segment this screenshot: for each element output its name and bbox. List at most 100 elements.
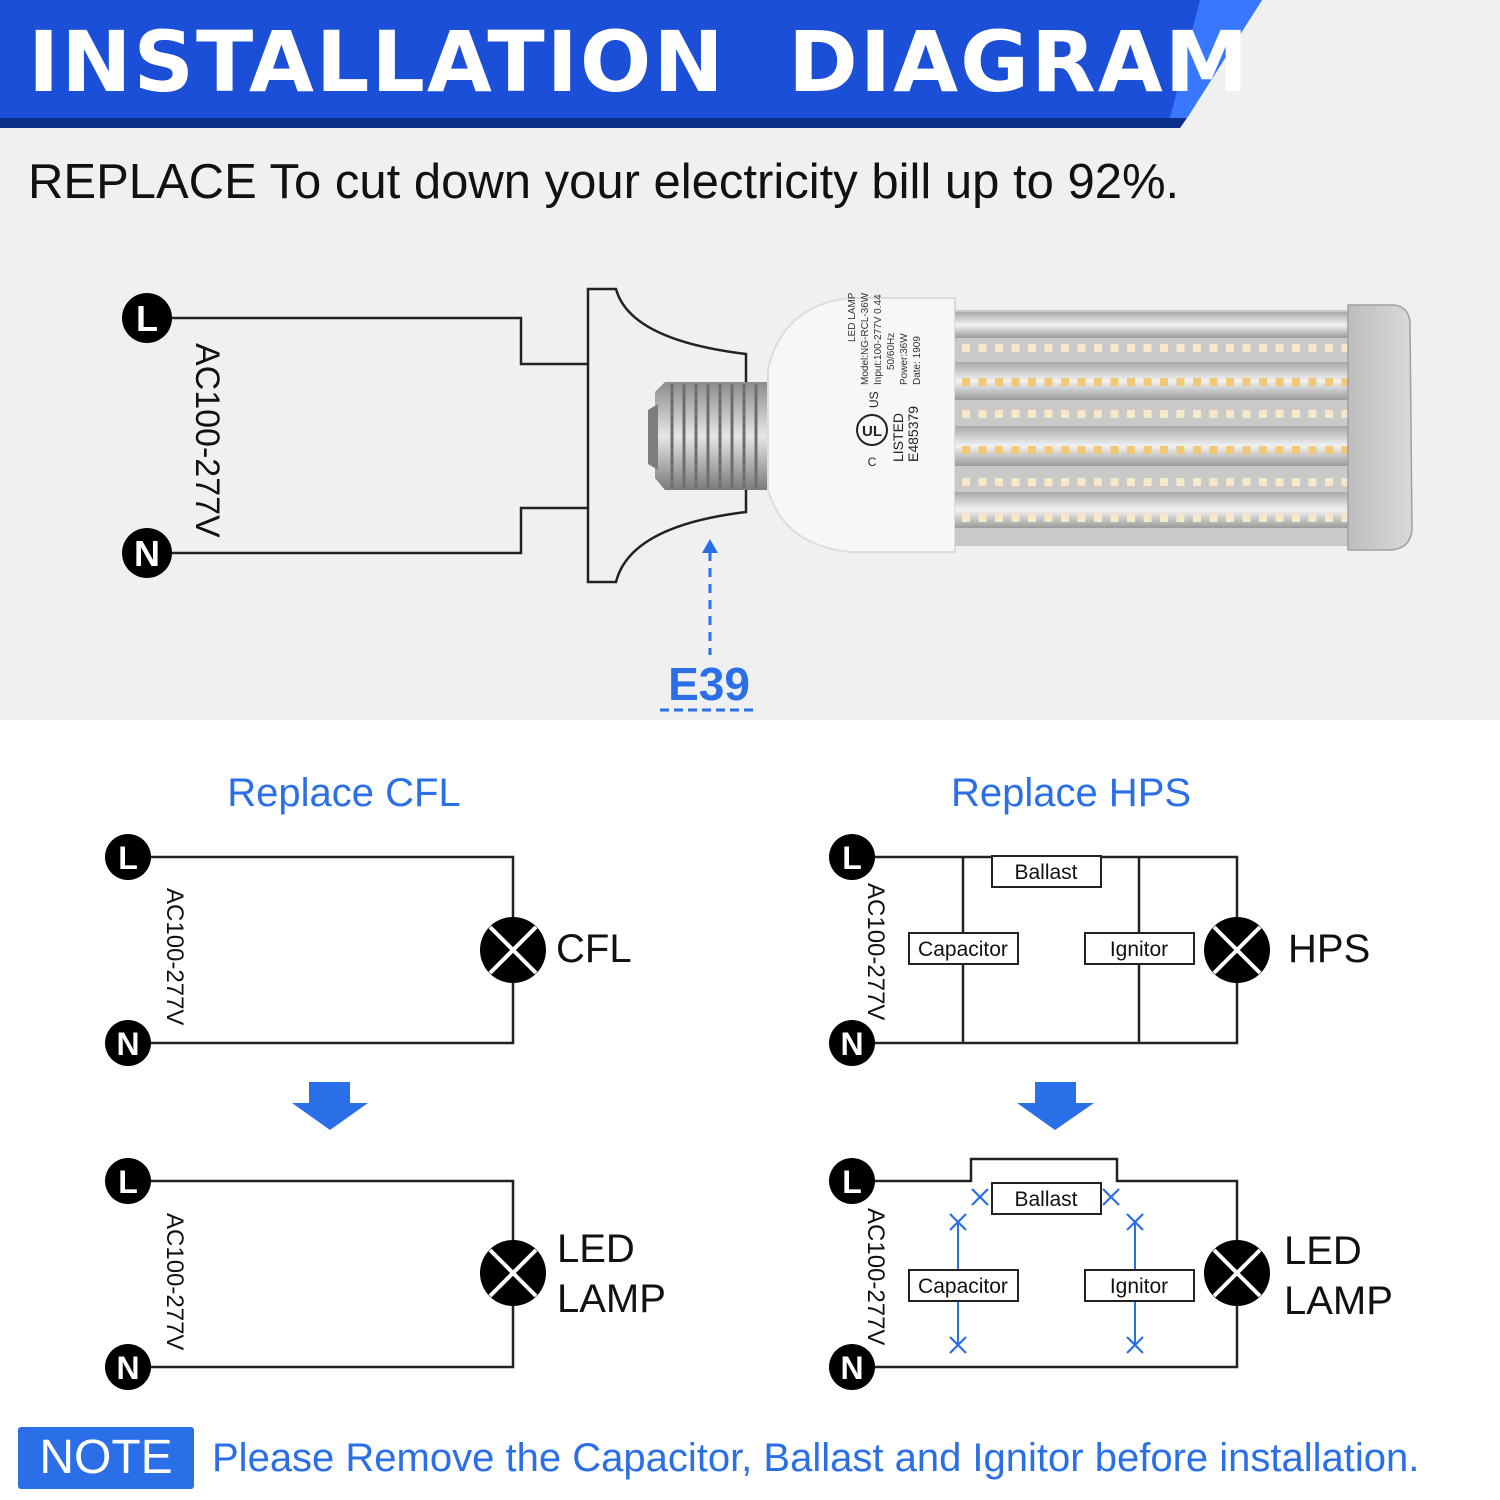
led-chip [1077, 344, 1086, 352]
led-chip [1110, 514, 1119, 522]
led-chip [1160, 344, 1168, 352]
led-chip [978, 514, 987, 522]
led-chip [1077, 446, 1086, 454]
led-chip [962, 446, 970, 454]
arrow-down-icon [292, 1082, 368, 1130]
page-title: INSTALLATION DIAGRAM [28, 13, 1251, 111]
led-chip [978, 478, 987, 486]
led-chip [1193, 378, 1201, 386]
svg-text:N: N [840, 1026, 863, 1062]
svg-text:N: N [116, 1026, 139, 1062]
led-chip [962, 378, 970, 386]
led-chip [1044, 514, 1053, 522]
removed-wires [957, 1222, 1136, 1345]
led-chip [1176, 410, 1185, 418]
terminal-l: L [105, 1158, 151, 1204]
lamp-symbol [1204, 917, 1270, 983]
led-chip [1028, 378, 1036, 386]
led-chip [962, 478, 970, 486]
terminal-l: L [122, 293, 172, 343]
svg-text:N: N [840, 1350, 863, 1386]
svg-text:LISTED: LISTED [890, 413, 906, 462]
led-chip [1259, 378, 1267, 386]
led-chip [1308, 378, 1317, 386]
led-chip [1308, 410, 1317, 418]
led-chip [1077, 410, 1086, 418]
screw-base [648, 382, 768, 490]
led-chip [1028, 514, 1036, 522]
led-chip [1143, 514, 1152, 522]
voltage-label: AC100-277V [161, 888, 188, 1025]
top-wiring: L N AC100-277V E39 [122, 287, 758, 712]
led-chip [962, 344, 970, 352]
led-chip [1325, 446, 1333, 454]
led-chip [978, 446, 987, 454]
led-chip [1259, 478, 1267, 486]
led-chip [1292, 514, 1300, 522]
led-chip [1325, 344, 1333, 352]
led-chip [1341, 410, 1350, 418]
svg-text:E485379: E485379 [905, 406, 921, 462]
led-chip [1341, 344, 1350, 352]
svg-text:50/60Hz: 50/60Hz [886, 333, 897, 370]
led-chip [1044, 378, 1053, 386]
led-chip [1160, 378, 1168, 386]
led-chip [1242, 344, 1251, 352]
subtitle: REPLACE To cut down your electricity bil… [28, 155, 1180, 209]
led-chip [978, 410, 987, 418]
led-chip [1061, 378, 1069, 386]
led-chip [1061, 514, 1069, 522]
terminal-l: L [829, 1158, 875, 1204]
lamp-symbol [1204, 1240, 1270, 1306]
led-chip [1077, 478, 1086, 486]
hps-heading: Replace HPS [951, 771, 1191, 815]
led-chip [1209, 344, 1218, 352]
led-chip [995, 514, 1003, 522]
svg-text:C: C [868, 455, 877, 469]
svg-text:UL: UL [862, 423, 882, 440]
voltage-label: AC100-277V [862, 883, 889, 1020]
led-chip [1094, 344, 1102, 352]
led-chip [1028, 410, 1036, 418]
terminal-n: N [122, 528, 172, 578]
voltage-label: AC100-277V [161, 1213, 188, 1350]
note-text: Please Remove the Capacitor, Ballast and… [212, 1436, 1420, 1480]
led-chip [1226, 478, 1234, 486]
led-chip [1077, 378, 1086, 386]
led-chip [1341, 514, 1350, 522]
led-chip [1193, 410, 1201, 418]
svg-text:US: US [867, 391, 881, 408]
led-chip [1127, 410, 1135, 418]
e39-label: E39 [668, 658, 750, 710]
led-chip [1160, 446, 1168, 454]
led-chip [1143, 446, 1152, 454]
ballast-box: Ballast [991, 855, 1102, 888]
led-chip [1094, 378, 1102, 386]
led-chip [1176, 446, 1185, 454]
led-chip [1292, 446, 1300, 454]
cfl-heading: Replace CFL [227, 771, 460, 815]
terminal-n: N [105, 1344, 151, 1390]
ul-listed-mark: UL C US LISTED E485379 [856, 391, 921, 469]
svg-text:L: L [842, 840, 862, 876]
led-chip [1110, 378, 1119, 386]
led-chip [1242, 378, 1251, 386]
led-chip [1259, 410, 1267, 418]
led-chip [1325, 410, 1333, 418]
arrow-down-icon [1017, 1082, 1094, 1130]
led-chip [1325, 478, 1333, 486]
svg-text:Date: 1909: Date: 1909 [912, 336, 923, 385]
led-chip [978, 344, 987, 352]
led-chip [995, 446, 1003, 454]
led-chip [1044, 410, 1053, 418]
led-chip [1275, 514, 1284, 522]
voltage-label: AC100-277V [188, 343, 226, 538]
led-chip [1011, 344, 1020, 352]
led-chip [1094, 514, 1102, 522]
led-chip [1011, 514, 1020, 522]
led-chip [1209, 514, 1218, 522]
led-chip [1110, 446, 1119, 454]
lamp-symbol [480, 1240, 546, 1306]
svg-text:L: L [842, 1164, 862, 1200]
